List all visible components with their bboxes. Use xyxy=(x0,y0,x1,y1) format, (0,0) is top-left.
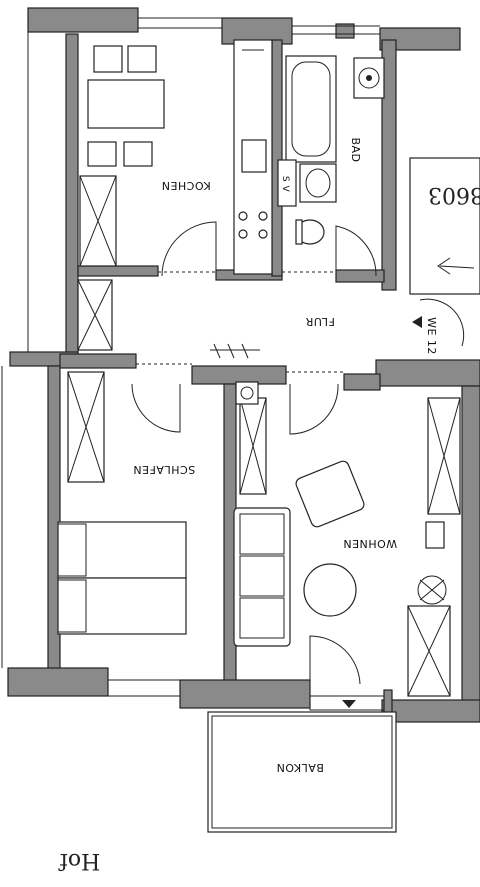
left-wall xyxy=(1,32,109,697)
kitchen-furniture xyxy=(79,39,273,275)
label-shaft: S V xyxy=(280,176,290,193)
label-hall: FLUR xyxy=(305,315,335,328)
room-labels: KOCHEN BAD FLUR SCHLAFEN WOHNEN BALKON W… xyxy=(133,137,438,774)
bath-furniture xyxy=(277,55,385,245)
label-balcony: BALKON xyxy=(276,761,324,774)
handwritten-number: 8603 xyxy=(428,182,480,207)
balcony xyxy=(207,711,397,833)
plant-icon xyxy=(417,575,447,605)
handwritten-bottom: Hof xyxy=(58,848,100,873)
door-openings xyxy=(136,271,344,373)
right-wall xyxy=(375,39,480,723)
label-bedroom: SCHLAFEN xyxy=(133,463,195,476)
living-furniture xyxy=(233,381,461,697)
label-unit: WE 12 xyxy=(425,317,438,355)
label-kitchen: KOCHEN xyxy=(161,179,210,192)
windows xyxy=(107,679,385,711)
door-swings xyxy=(131,221,377,685)
bedroom-furniture xyxy=(57,371,187,635)
entrance-marker xyxy=(342,298,465,708)
label-living: WOHNEN xyxy=(343,537,397,550)
hall-wardrobe xyxy=(77,279,260,359)
handwritten-notes: 8603 Hof xyxy=(58,157,480,873)
label-bath: BAD xyxy=(349,137,362,162)
